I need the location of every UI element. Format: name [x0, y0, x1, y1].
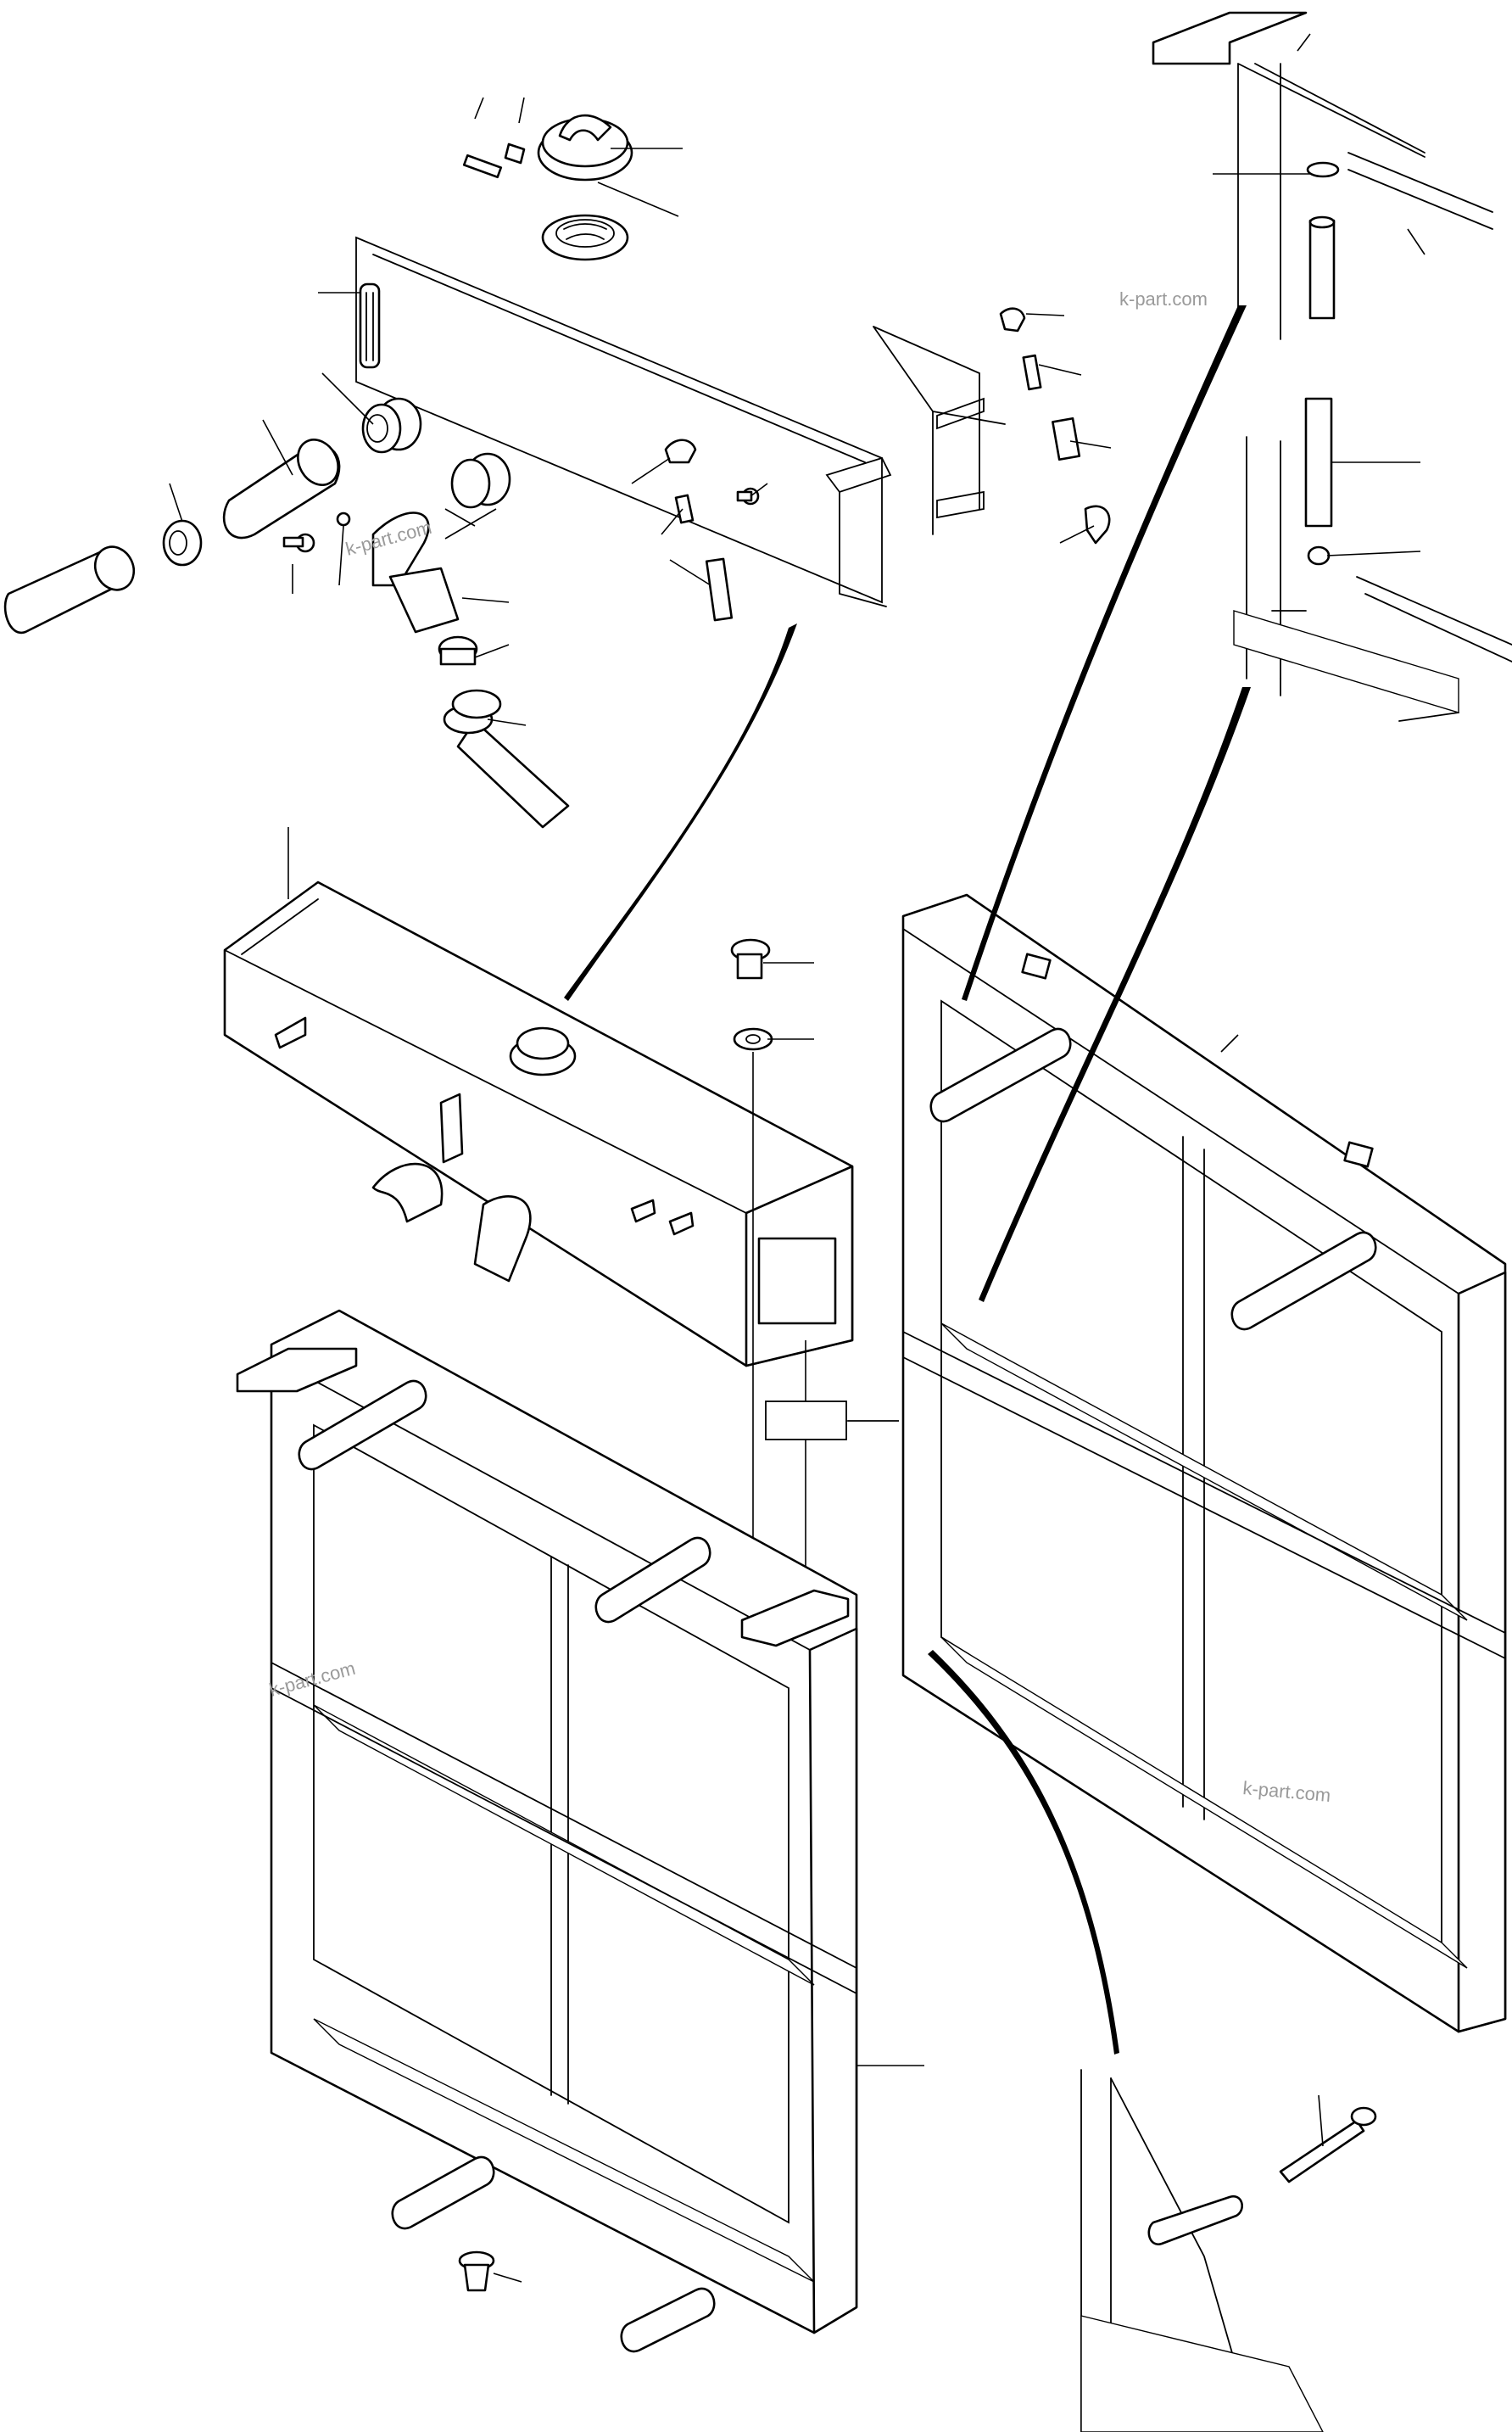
watermark-2: k-part.com: [1119, 288, 1208, 310]
connection-arrows: [564, 305, 1251, 2055]
right-radiator-frame: [848, 893, 1507, 2033]
drain-elbow: [1084, 505, 1111, 545]
elbow-hose: [371, 452, 511, 634]
coolant-hose-left: [3, 545, 136, 635]
lower-right-bar: [620, 2287, 716, 2353]
lower-left-bar: [391, 2155, 495, 2230]
tube-plug: [1307, 545, 1331, 566]
drain-sleeve: [1052, 417, 1081, 461]
drain-cock-detail: [873, 307, 1112, 545]
left-top-bracket: [236, 1347, 358, 1393]
right-top-bracket: [740, 1589, 850, 1647]
upper-radiator-tank: [223, 827, 854, 1367]
tank-outlet-pipe: [371, 1162, 444, 1223]
drain-pin: [1022, 354, 1042, 391]
long-bolt-detail: [1080, 2069, 1377, 2432]
upper-mid-bar: [594, 1536, 711, 1624]
lower-tube-detail: [1233, 397, 1512, 722]
tube-cap: [1306, 161, 1340, 178]
mounting-bracket: [359, 282, 381, 369]
long-bolt: [1279, 2119, 1365, 2183]
tank-bracket: [439, 1093, 464, 1164]
right-mid-bar: [1230, 1231, 1377, 1331]
upper-tube: [1308, 219, 1336, 320]
clip: [504, 143, 526, 165]
drain-valve: [664, 439, 760, 622]
left-radiator-frame: [236, 1309, 924, 2353]
filler-cap: [537, 114, 633, 261]
pin: [462, 154, 503, 179]
top-tank-detail: [3, 97, 892, 829]
hose-clamp-lower: [438, 635, 478, 666]
hose-sleeve: [222, 439, 341, 540]
drain-cock: [999, 307, 1026, 333]
tank-elbow-pipe: [473, 1195, 532, 1283]
coolant-hose-lower: [443, 689, 570, 829]
hose-clamp-small: [162, 519, 203, 567]
lower-tube: [1304, 397, 1333, 528]
frame-bottom-bolt: [458, 2250, 522, 2292]
spacer-tube: [1147, 2194, 1243, 2245]
reference-callout: [765, 1340, 899, 1578]
bolt-and-washer: [730, 938, 814, 1595]
upper-tube-detail: [1152, 11, 1493, 340]
washer: [336, 512, 351, 527]
arrow-upper-tube: [962, 305, 1247, 1001]
hose-coupling-upper: [361, 397, 422, 454]
small-bolt-1: [282, 533, 315, 553]
upper-left-bar: [298, 1379, 427, 1471]
arrow-lower-tube: [979, 687, 1251, 1302]
right-upper-bar: [929, 1027, 1072, 1123]
